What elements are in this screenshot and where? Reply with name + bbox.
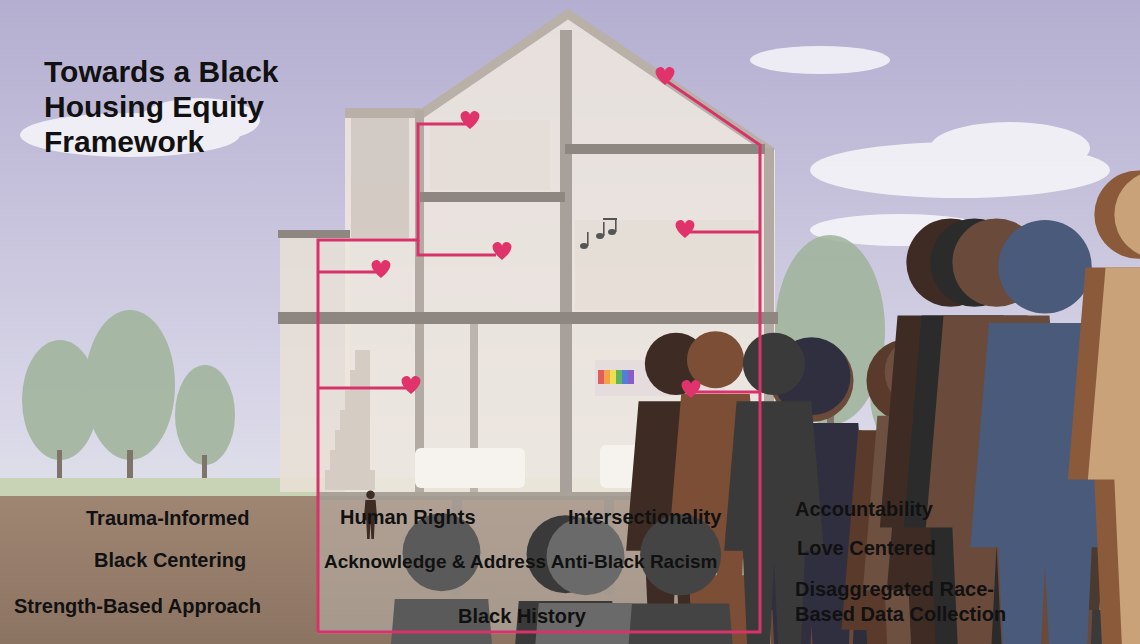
principle-label: Black History	[458, 604, 586, 628]
principle-label: Black Centering	[94, 548, 246, 572]
principle-label: Disaggregated Race-Based Data Collection	[795, 577, 1053, 627]
principle-label: Acknowledge & Address Anti-Black Racism	[324, 551, 717, 574]
principle-label: Strength-Based Approach	[14, 594, 261, 618]
principle-label: Accountability	[795, 497, 933, 521]
music-notes	[580, 218, 617, 249]
diagram-title: Towards a Black Housing Equity Framework	[44, 54, 319, 159]
hearts	[372, 67, 701, 398]
people-inside	[364, 170, 1140, 644]
principle-label: Intersectionality	[568, 505, 721, 529]
principle-label: Love Centered	[797, 536, 936, 560]
principle-label: Human Rights	[340, 505, 476, 529]
love-lines	[318, 80, 760, 632]
principle-label: Trauma-Informed	[86, 506, 249, 530]
